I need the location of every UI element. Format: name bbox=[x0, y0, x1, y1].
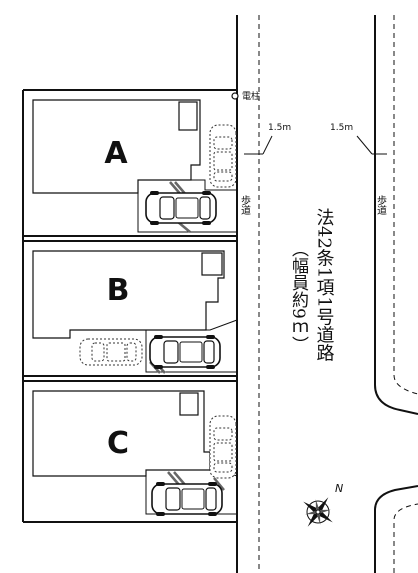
compass-rose-icon bbox=[303, 497, 333, 527]
utility-pole-icon bbox=[231, 92, 239, 100]
width-label-right: 1.5m bbox=[330, 123, 353, 133]
lot-c-car-dashed bbox=[209, 415, 237, 479]
lot-b-label: B bbox=[107, 273, 130, 308]
sidewalk-line-right bbox=[393, 15, 418, 395]
property-boundary bbox=[22, 89, 237, 523]
building-b-outline bbox=[32, 250, 225, 339]
sidewalk-corner-bottom-right bbox=[393, 503, 418, 573]
road-corner-bottom-right bbox=[374, 485, 418, 573]
lot-a-parking-outline bbox=[137, 179, 238, 233]
building-c-bay bbox=[179, 392, 199, 416]
width-label-left: 1.5m bbox=[268, 123, 291, 133]
sidewalk-label-left: 歩道 bbox=[239, 194, 251, 215]
road-far-edge bbox=[374, 15, 418, 415]
utility-pole-label: 電柱 bbox=[242, 90, 260, 102]
lot-dividers bbox=[23, 235, 237, 382]
lot-c-car-solid bbox=[151, 481, 223, 517]
width-marker-left bbox=[244, 135, 273, 155]
road-label-main: 法42条1項1号道路 bbox=[314, 208, 335, 362]
road-label-width: （幅員約9ｍ） bbox=[288, 240, 309, 353]
compass-north-label: N bbox=[335, 482, 343, 495]
lot-c-label: C bbox=[107, 426, 129, 461]
sidewalk-label-right: 歩道 bbox=[375, 194, 387, 215]
lot-b-car-dashed bbox=[79, 338, 143, 366]
lot-c-parking-outline bbox=[145, 469, 238, 515]
lot-a-car-dashed bbox=[209, 124, 237, 188]
lot-a-label: A bbox=[104, 136, 128, 171]
building-b-bay bbox=[201, 252, 223, 276]
building-a-bay bbox=[178, 101, 198, 131]
lot-b-car-solid bbox=[149, 334, 221, 370]
lot-b-parking-outline bbox=[145, 319, 238, 373]
lot-a-car-solid bbox=[145, 190, 217, 226]
width-marker-right bbox=[356, 135, 387, 155]
